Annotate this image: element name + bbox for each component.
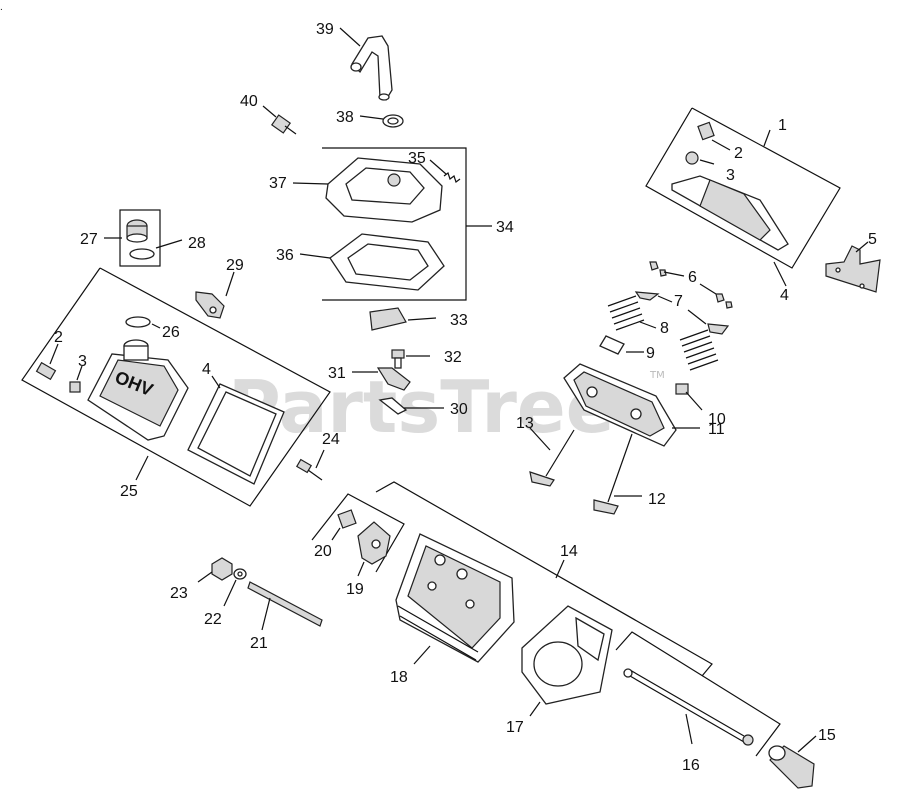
part-37-breather-cover[interactable] bbox=[325, 157, 443, 223]
part-7-spring-retainers[interactable] bbox=[634, 291, 730, 335]
callout-18: 18 bbox=[390, 669, 408, 686]
callout-2-right: 2 bbox=[734, 145, 743, 162]
callout-37: 37 bbox=[269, 175, 287, 192]
part-3-grommet-left[interactable] bbox=[69, 381, 81, 393]
callout-11: 11 bbox=[708, 421, 725, 438]
part-21-stud-bolt[interactable] bbox=[247, 581, 323, 627]
callout-28: 28 bbox=[188, 235, 206, 252]
callout-29: 29 bbox=[226, 257, 244, 274]
part-8-valve-springs[interactable] bbox=[607, 295, 719, 371]
part-19-guide-plate[interactable] bbox=[357, 521, 391, 565]
callout-20: 20 bbox=[314, 543, 332, 560]
callout-40: 40 bbox=[240, 93, 258, 110]
part-20-plug[interactable] bbox=[337, 509, 357, 529]
part-22-washer[interactable] bbox=[233, 568, 247, 580]
callout-10: 10 bbox=[708, 411, 726, 428]
corner-mark: . bbox=[0, 2, 3, 13]
part-13-valve[interactable] bbox=[529, 429, 575, 487]
part-30-bracket[interactable] bbox=[378, 397, 408, 415]
part-16-push-rod[interactable] bbox=[623, 668, 754, 746]
callout-7: 7 bbox=[674, 293, 683, 310]
part-40-screw[interactable] bbox=[270, 114, 297, 135]
watermark-tm: TM bbox=[649, 370, 665, 381]
part-15-tappet[interactable] bbox=[768, 745, 815, 789]
callout-39: 39 bbox=[316, 21, 334, 38]
part-17-head-gasket[interactable] bbox=[521, 605, 613, 705]
callout-26: 26 bbox=[162, 324, 180, 341]
rocker-cover-plate[interactable] bbox=[671, 175, 789, 251]
part-28-o-ring[interactable] bbox=[129, 248, 155, 260]
callout-27: 27 bbox=[80, 231, 98, 248]
callout-31: 31 bbox=[328, 365, 346, 382]
callout-16: 16 bbox=[682, 757, 700, 774]
part-27-oil-fill-cap[interactable] bbox=[126, 219, 148, 243]
part-32-screw[interactable] bbox=[391, 349, 405, 369]
callout-13: 13 bbox=[516, 415, 534, 432]
part-5-bracket[interactable] bbox=[825, 245, 881, 293]
callout-38: 38 bbox=[336, 109, 354, 126]
part-31-bracket[interactable] bbox=[376, 367, 411, 391]
callout-32: 32 bbox=[444, 349, 462, 366]
callout-3-left: 3 bbox=[78, 353, 87, 370]
callout-14: 14 bbox=[560, 543, 578, 560]
callout-23: 23 bbox=[170, 585, 188, 602]
callout-36: 36 bbox=[276, 247, 294, 264]
callout-25: 25 bbox=[120, 483, 138, 500]
callout-22: 22 bbox=[204, 611, 222, 628]
part-11-rocker-bridge[interactable] bbox=[563, 363, 677, 447]
part-9-valve-seal[interactable] bbox=[599, 335, 625, 355]
callout-33: 33 bbox=[450, 312, 468, 329]
part-38-clamp[interactable] bbox=[382, 114, 404, 128]
part-2-screw-right[interactable] bbox=[697, 121, 715, 141]
part-24-stud[interactable] bbox=[295, 458, 323, 481]
watermark: PartsTree bbox=[228, 365, 615, 449]
callout-4-right: 4 bbox=[780, 287, 789, 304]
part-33-filter[interactable] bbox=[369, 307, 407, 331]
part-12-valve[interactable] bbox=[593, 433, 633, 515]
part-35-spring[interactable] bbox=[443, 172, 461, 183]
callout-15: 15 bbox=[818, 727, 836, 744]
callout-2-left: 2 bbox=[54, 329, 63, 346]
callout-3-right: 3 bbox=[726, 167, 735, 184]
callout-9: 9 bbox=[646, 345, 655, 362]
callout-6: 6 bbox=[688, 269, 697, 286]
callout-12: 12 bbox=[648, 491, 666, 508]
callout-19: 19 bbox=[346, 581, 364, 598]
part-29-bracket[interactable] bbox=[195, 291, 225, 319]
callout-24: 24 bbox=[322, 431, 340, 448]
callout-34: 34 bbox=[496, 219, 514, 236]
part-2-screw-left[interactable] bbox=[35, 361, 57, 381]
part-26-o-ring[interactable] bbox=[125, 316, 151, 328]
callout-5: 5 bbox=[868, 231, 877, 248]
callout-4-left: 4 bbox=[202, 361, 211, 378]
valve-cover-ohv[interactable]: OHV bbox=[87, 339, 189, 441]
part-39-breather-tube[interactable] bbox=[350, 35, 393, 101]
part-18-cylinder-head[interactable] bbox=[395, 533, 515, 663]
callout-35: 35 bbox=[408, 150, 426, 167]
callout-1: 1 bbox=[778, 117, 787, 134]
callout-17: 17 bbox=[506, 719, 524, 736]
callout-8: 8 bbox=[660, 320, 669, 337]
part-36-breather-gasket[interactable] bbox=[329, 233, 445, 291]
callout-30: 30 bbox=[450, 401, 468, 418]
part-10-valve-cap[interactable] bbox=[675, 383, 689, 395]
part-4-gasket-left[interactable] bbox=[187, 383, 285, 485]
callout-21: 21 bbox=[250, 635, 268, 652]
part-3-grommet-right[interactable] bbox=[685, 151, 699, 165]
part-23-nut[interactable] bbox=[211, 557, 233, 581]
